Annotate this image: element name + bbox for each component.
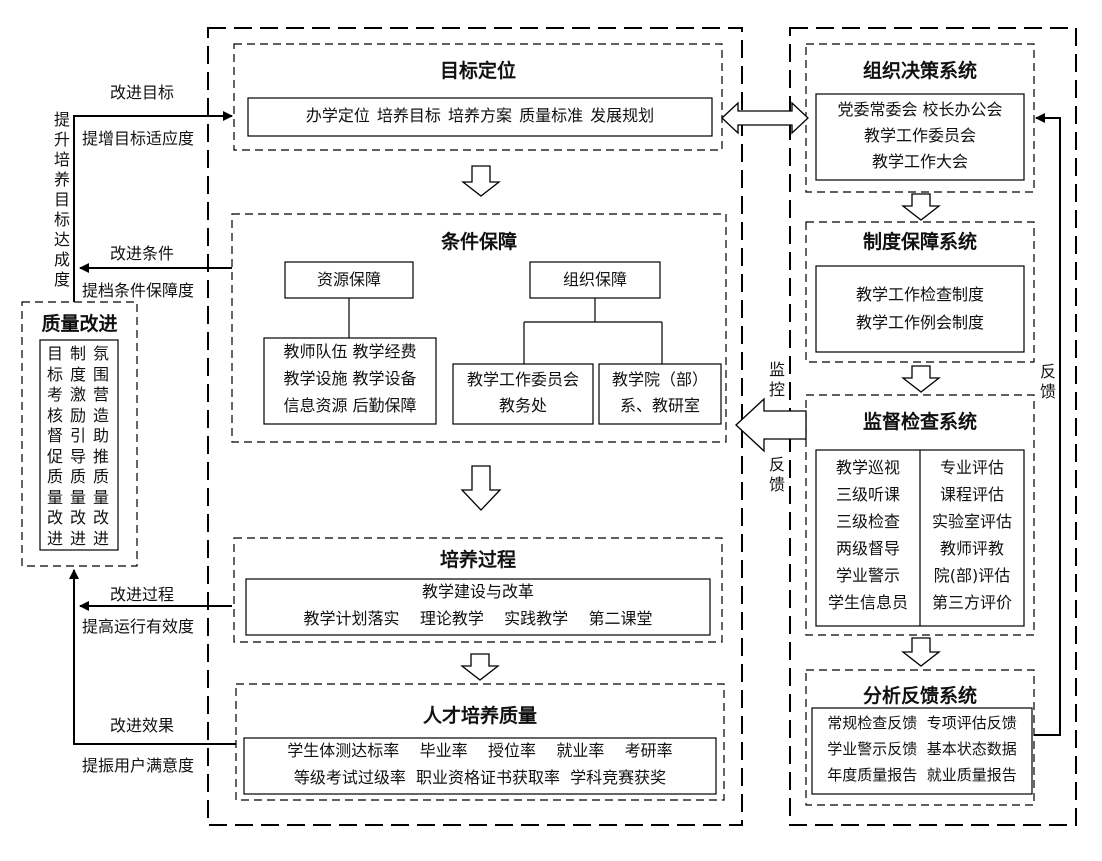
supervision-left-4: 两级督导 [835,539,900,558]
supervision-right-3: 实验室评估 [931,512,1012,531]
system-title: 制度保障系统 [862,231,977,253]
right-down-arrow-2 [901,365,941,393]
goal-feedback-line [73,111,233,302]
quality-section [235,683,725,801]
right-feedback-line [1034,113,1061,736]
goal-title: 目标定位 [439,60,516,82]
org-left-item-2: 教务处 [498,396,547,415]
supervision-right-6: 第三方评价 [931,593,1012,612]
improve-title: 质量改进 [41,313,118,335]
system-items-box [815,265,1025,353]
org-left-item-1: 教学工作委员会 [466,370,579,389]
resource-item-3: 信息资源 后勤保障 [283,396,417,415]
feedback-label: 反馈 [768,455,785,494]
improve-process-label: 改进过程 [110,585,175,604]
improve-condition-label: 改进条件 [110,244,175,263]
improve-column-3: 氛围营造助推质量改进 [92,344,109,548]
resource-items-box [263,337,437,425]
process-item-2: 教学计划落实 理论教学 实践教学 第二课堂 [303,609,653,628]
resource-item-2: 教学设施 教学设备 [283,369,417,388]
org-right-box [598,363,722,425]
quality-items-box [243,737,717,795]
resource-title: 资源保障 [316,270,381,289]
quality-title: 人才培养质量 [422,705,537,727]
improve-effect-label: 改进效果 [110,716,175,735]
org-right-item-1: 教学院（部） [611,370,708,389]
feedback-item-1: 常规检查反馈 专项评估反馈 [827,714,1017,732]
goal-section [233,43,723,151]
decision-item-2: 教学工作委员会 [863,126,976,145]
supervision-right-2: 课程评估 [939,485,1004,504]
monitor-feedback-arrow [735,397,807,453]
goal-attainment-label: 提升培养目标达成度 [53,110,70,289]
right-down-arrow-3 [901,637,941,667]
improve-column-2: 制度激励引导质量改进 [69,344,86,548]
supervision-left-6: 学生信息员 [827,593,908,612]
supervision-left-2: 三级听课 [835,485,900,504]
right-down-arrow-1 [901,193,941,221]
supervision-right-4: 教师评教 [939,539,1004,558]
process-item-1: 教学建设与改革 [421,582,534,601]
resource-item-1: 教师队伍 教学经费 [283,342,417,361]
feedback-items-box [811,707,1033,795]
decision-items-box [815,93,1025,181]
decision-item-1: 党委常委会 校长办公会 [837,100,1003,119]
supervision-right-1: 专业评估 [939,458,1004,477]
down-arrow-2 [460,465,502,511]
double-arrow [721,101,809,135]
process-items-box [245,578,711,636]
improve-column-1: 目标考核督促质量改进 [46,344,63,548]
condition-support-label: 提档条件保障度 [82,281,195,300]
supervision-right-5: 院(部)评估 [933,566,1011,585]
system-item-1: 教学工作检查制度 [855,285,984,304]
right-frame [789,27,1077,826]
monitor-label: 监控 [768,360,785,399]
org-left-box [452,363,594,425]
decision-title: 组织决策系统 [862,60,977,82]
system-item-2: 教学工作例会制度 [855,313,984,332]
org-right-item-2: 系、教研室 [619,396,700,415]
supervision-left-3: 三级检查 [835,512,900,531]
improve-section [21,301,138,567]
improve-goal-label: 改进目标 [110,83,175,102]
org-title: 组织保障 [562,270,627,289]
system-section [805,221,1035,363]
supervision-left-1: 教学巡视 [835,458,900,477]
goal-items: 办学定位 培养目标 培养方案 质量标准 发展规划 [305,106,655,125]
decision-item-3: 教学工作大会 [871,152,968,171]
supervision-title: 监督检查系统 [862,411,977,433]
process-efficiency-label: 提高运行有效度 [82,617,195,636]
feedback-item-3: 年度质量报告 就业质量报告 [827,766,1017,784]
goal-items-box [247,97,713,137]
feedback-item-2: 学业警示反馈 基本状态数据 [827,740,1017,758]
improve-items-box [39,339,119,551]
down-arrow-3 [460,653,500,681]
condition-title: 条件保障 [440,231,517,253]
feedback-title: 分析反馈系统 [862,685,977,707]
quality-item-2: 等级考试过级率 职业资格证书获取率 学科竞赛获奖 [293,768,667,787]
right-feedback-label: 反馈 [1039,362,1056,401]
quality-item-1: 学生体测达标率 毕业率 授位率 就业率 考研率 [287,741,673,760]
process-title: 培养过程 [439,549,516,571]
supervision-left-5: 学业警示 [835,566,900,585]
center-frame [207,27,743,826]
effect-feedback-line [69,569,236,745]
process-section [233,537,723,643]
user-satisfaction-label: 提振用户满意度 [82,756,195,775]
goal-fitness-label: 提增目标适应度 [82,129,195,148]
down-arrow-1 [461,165,501,197]
condition-section [231,213,727,443]
